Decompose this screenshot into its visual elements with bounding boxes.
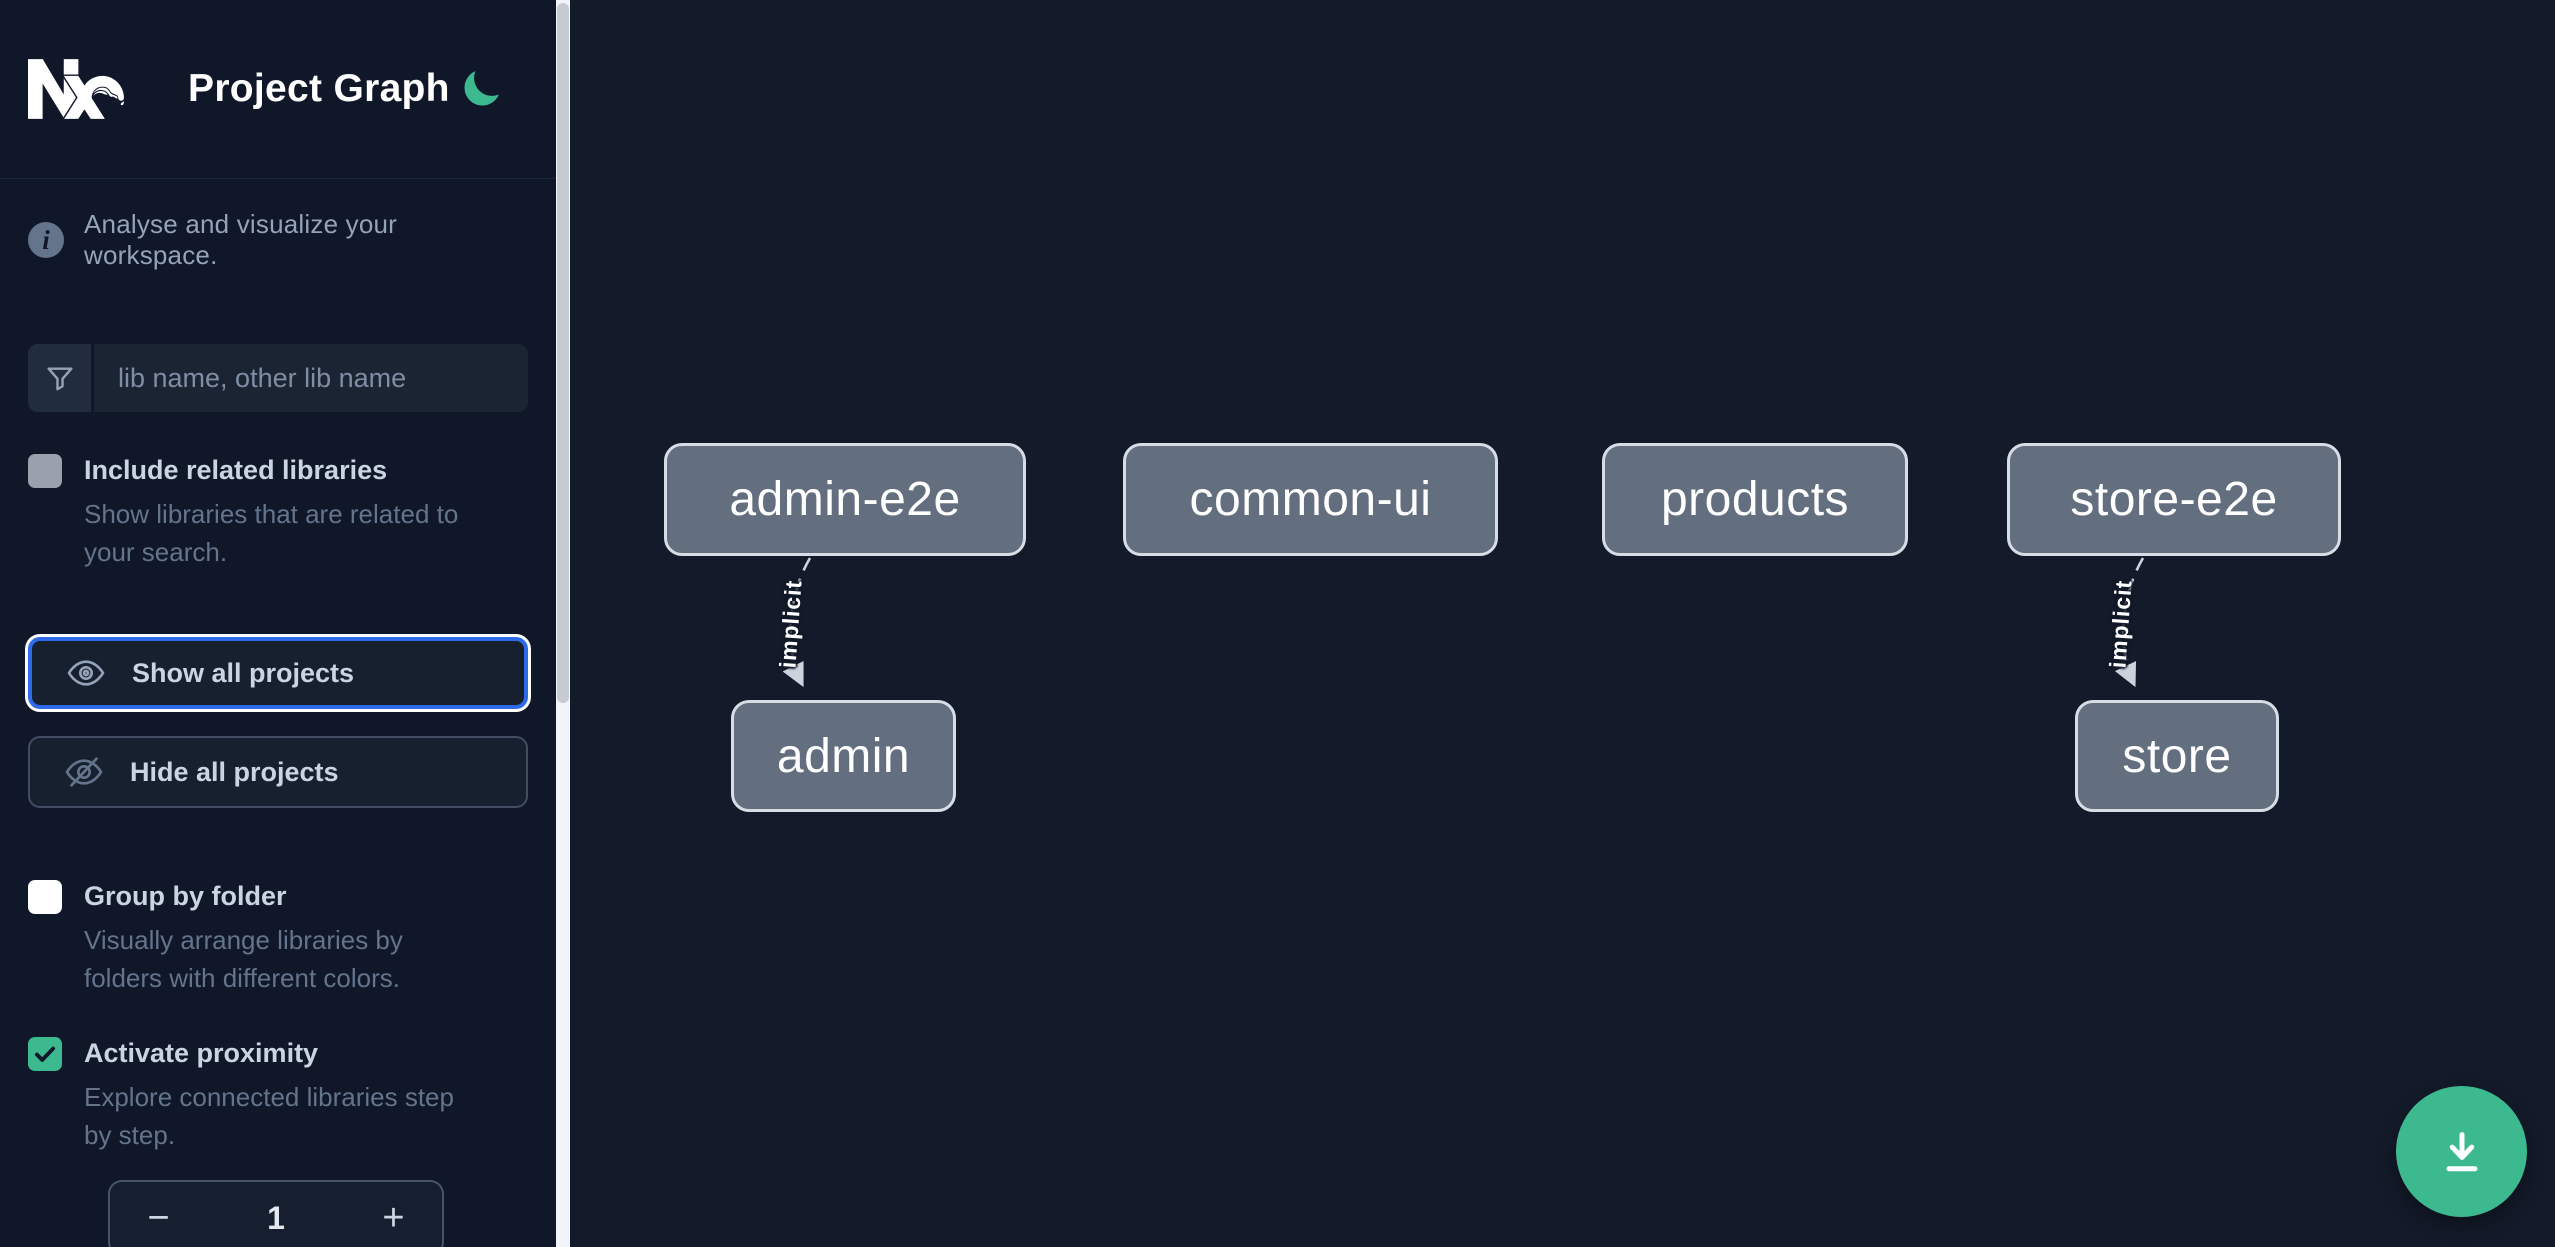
group-by-folder-checkbox[interactable]	[28, 880, 62, 914]
show-all-projects-button[interactable]: Show all projects	[28, 637, 528, 709]
graph-node-store-e2e[interactable]: store-e2e	[2007, 443, 2341, 556]
activate-proximity-option: Activate proximity Explore connected lib…	[28, 1035, 528, 1154]
theme-toggle-button[interactable]	[458, 66, 504, 112]
group-by-folder-option: Group by folder Visually arrange librari…	[28, 878, 528, 997]
graph-node-common-ui[interactable]: common-ui	[1123, 443, 1498, 556]
checkmark-icon	[34, 1046, 56, 1062]
show-all-projects-label: Show all projects	[132, 657, 355, 688]
include-related-libraries-option: Include related libraries Show libraries…	[28, 452, 528, 571]
sidebar-scrollbar	[556, 0, 570, 1247]
hide-all-projects-label: Hide all projects	[130, 756, 339, 787]
moon-icon	[464, 71, 499, 106]
include-related-label: Include related libraries	[84, 455, 388, 485]
filter-search-box	[28, 344, 528, 412]
info-icon: i	[28, 222, 64, 258]
workspace-tagline: Analyse and visualize your workspace.	[84, 209, 398, 270]
sidebar: Project Graph i Analyse and visualize yo…	[0, 0, 556, 1247]
group-by-folder-label: Group by folder	[84, 881, 287, 911]
eye-icon	[67, 660, 105, 686]
download-icon	[2446, 1131, 2477, 1171]
include-related-checkbox[interactable]	[28, 454, 62, 488]
download-graph-button[interactable]	[2396, 1086, 2527, 1217]
edge-store-e2e-to-store	[2114, 557, 2145, 688]
page-title: Project Graph	[188, 67, 450, 110]
activate-proximity-label: Activate proximity	[84, 1038, 319, 1068]
graph-node-admin[interactable]: admin	[731, 700, 956, 812]
funnel-filter-icon	[28, 344, 94, 412]
sidebar-header: Project Graph	[0, 0, 556, 179]
proximity-depth-stepper: − 1 +	[108, 1180, 444, 1247]
activate-proximity-description: Explore connected libraries step by step…	[84, 1082, 454, 1150]
dependency-edges	[782, 557, 2145, 688]
nx-logo-icon	[28, 59, 124, 119]
edge-admin-e2e-to-admin	[782, 557, 812, 688]
hide-all-projects-button[interactable]: Hide all projects	[28, 736, 528, 808]
include-related-description: Show libraries that are related to your …	[84, 499, 459, 567]
graph-canvas[interactable]: implicit implicit admin-e2e common-ui pr…	[570, 0, 2555, 1247]
activate-proximity-checkbox[interactable]	[28, 1037, 62, 1071]
filter-input[interactable]	[94, 344, 528, 412]
eye-off-icon	[65, 757, 103, 787]
decrement-button[interactable]: −	[110, 1182, 207, 1247]
workspace-tagline-row: i Analyse and visualize your workspace.	[28, 209, 528, 271]
increment-button[interactable]: +	[345, 1182, 442, 1247]
scrollbar-thumb[interactable]	[557, 3, 569, 703]
group-by-folder-description: Visually arrange libraries by folders wi…	[84, 925, 403, 993]
graph-node-admin-e2e[interactable]: admin-e2e	[664, 443, 1026, 556]
graph-node-store[interactable]: store	[2075, 700, 2279, 812]
graph-node-products[interactable]: products	[1602, 443, 1908, 556]
proximity-depth-value: 1	[267, 1199, 285, 1236]
